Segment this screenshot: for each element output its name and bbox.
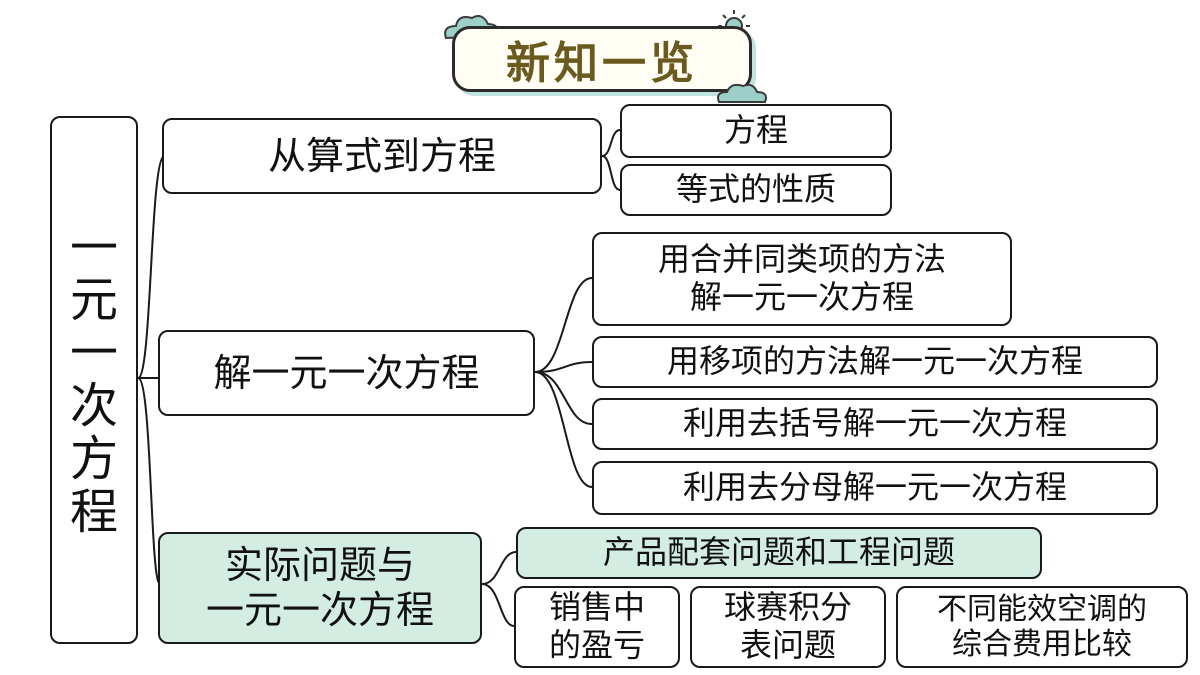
leaf-node: 用移项的方法解一元一次方程 xyxy=(592,336,1158,388)
leaf-node: 球赛积分 表问题 xyxy=(690,586,886,668)
leaf-node: 产品配套问题和工程问题 xyxy=(516,527,1042,579)
root-node: 一 元 一 次 方 程 xyxy=(50,116,138,644)
root-char: 一 xyxy=(69,325,118,382)
title-banner: 新知一览 xyxy=(438,8,778,106)
leaf-node: 等式的性质 xyxy=(620,164,892,216)
leaf-node: 利用去分母解一元一次方程 xyxy=(592,461,1158,515)
leaf-node: 不同能效空调的 综合费用比较 xyxy=(896,586,1188,668)
branch-node: 实际问题与 一元一次方程 xyxy=(158,532,482,644)
leaf-node: 用合并同类项的方法 解一元一次方程 xyxy=(592,232,1012,326)
root-char: 一 xyxy=(69,219,118,276)
cloud-icon xyxy=(717,83,767,103)
root-char: 方 xyxy=(69,430,118,487)
branch-node: 解一元一次方程 xyxy=(158,330,535,416)
root-char: 次 xyxy=(69,378,118,434)
root-char: 元 xyxy=(69,272,118,329)
page-title: 新知一览 xyxy=(452,26,752,92)
root-char: 程 xyxy=(69,483,118,540)
leaf-node: 方程 xyxy=(620,104,892,158)
leaf-node: 利用去括号解一元一次方程 xyxy=(592,398,1158,450)
branch-node: 从算式到方程 xyxy=(162,118,602,194)
leaf-node: 销售中 的盈亏 xyxy=(514,586,680,668)
